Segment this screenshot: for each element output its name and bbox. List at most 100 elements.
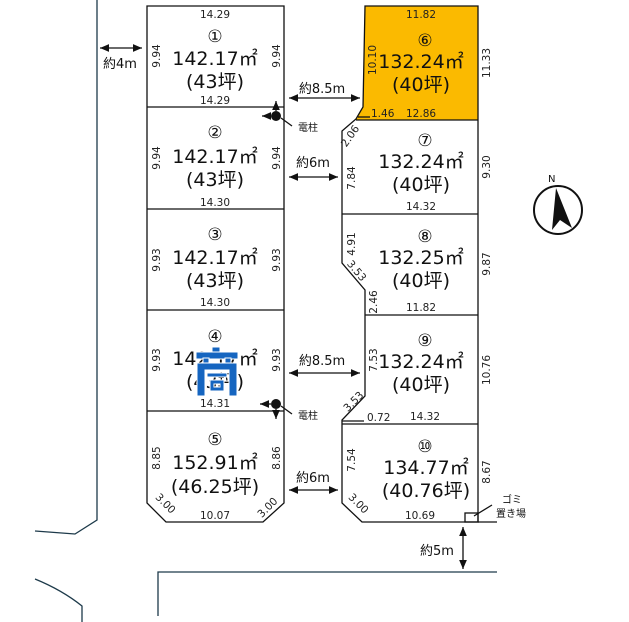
- lot-number: ⑧: [417, 227, 432, 247]
- dimension-label: 7.53: [368, 348, 380, 371]
- dimension-label: 9.94: [271, 44, 283, 68]
- utility-pole-label: 電柱: [298, 121, 318, 134]
- dimension-label: 10.76: [481, 355, 493, 385]
- dimension-label: 9.30: [481, 155, 493, 178]
- lot-4[interactable]: ④ 142.17㎡ (43坪) 14.31 9.93 9.93: [151, 327, 283, 410]
- dimension-label: 14.31: [200, 398, 230, 410]
- left-block-outline: [146, 5, 285, 523]
- dimension-label: 9.93: [271, 248, 283, 271]
- dimension-label: 14.29: [200, 9, 230, 21]
- lot-number: ⑤: [207, 430, 222, 450]
- lot-tsubo: (40坪): [392, 270, 450, 292]
- dimension-label: 11.82: [406, 302, 436, 314]
- lot-area: 132.24㎡: [378, 350, 463, 373]
- lot-2[interactable]: ② 142.17㎡ (43坪) 14.30 9.94 9.94: [151, 123, 283, 209]
- dimension-label: 2.06: [339, 123, 362, 149]
- dimension-label: 7.84: [346, 166, 358, 190]
- garbage-area-label: ゴミ: [502, 493, 522, 506]
- lot-tsubo: (40坪): [392, 174, 450, 196]
- road-width-label: 約6m: [296, 471, 330, 486]
- dimension-label: 8.86: [271, 446, 283, 470]
- dimension-label: 14.29: [200, 95, 230, 107]
- dimension-label: 9.93: [151, 248, 163, 271]
- utility-pole-label: 電柱: [298, 409, 318, 422]
- dimension-label: 3.53: [344, 258, 368, 284]
- dimension-label: 10.10: [367, 45, 379, 75]
- dimension-label: 10.07: [200, 510, 230, 522]
- lot-area: 132.24㎡: [378, 150, 463, 173]
- north-label: N: [548, 174, 555, 185]
- road-width-label: 約6m: [296, 156, 330, 171]
- dimension-label: 0.72: [367, 412, 390, 424]
- dimension-label: 9.94: [271, 146, 283, 170]
- lot-tsubo: (46.25坪): [171, 476, 259, 498]
- lot-area: 134.77㎡: [383, 456, 468, 479]
- road-width-label: 約4m: [103, 57, 137, 72]
- dimension-label: 3.00: [255, 495, 280, 520]
- dimension-label: 11.82: [406, 9, 436, 21]
- lot-8[interactable]: ⑧ 132.25㎡ (40坪) 11.82 4.91 3.53 2.46 9.8…: [344, 227, 493, 314]
- lot-number: ②: [207, 123, 222, 143]
- lot-number: ④: [207, 327, 222, 347]
- dimension-label: 10.69: [405, 510, 435, 522]
- dimension-label: 12.86: [406, 108, 436, 120]
- lot-9[interactable]: ⑨ 132.24㎡ (40坪) 14.32 0.72 7.53 3.53 10.…: [341, 331, 493, 424]
- dimension-label: 9.93: [151, 348, 163, 371]
- dimension-label: 8.67: [481, 460, 493, 483]
- utility-pole-icon: [262, 101, 293, 127]
- lot-area: 152.91㎡: [172, 451, 257, 474]
- lot-number: ⑨: [417, 331, 432, 351]
- lot-area: 142.17㎡: [172, 246, 257, 269]
- lot-number: ③: [207, 225, 222, 245]
- dimension-label: 9.87: [481, 252, 493, 275]
- north-arrow-icon: N: [533, 174, 583, 235]
- dimension-label: 14.32: [410, 411, 440, 423]
- lot-tsubo: (40坪): [392, 74, 450, 96]
- lot-tsubo: (43坪): [186, 270, 244, 292]
- dimension-label: 9.94: [151, 44, 163, 68]
- dimension-label: 3.53: [341, 389, 366, 414]
- dimension-label: 3.00: [346, 491, 371, 516]
- lot-area: 132.24㎡: [378, 50, 463, 73]
- road-width-label: 約8.5m: [299, 354, 345, 369]
- lot-number: ⑥: [417, 31, 432, 51]
- road-edge-south: [157, 571, 497, 616]
- road-edge-corner-arc: [34, 578, 83, 622]
- dimension-label: 7.54: [346, 448, 358, 472]
- lot-6-fill: [356, 6, 478, 120]
- utility-pole-icon: [260, 399, 293, 419]
- lot-area: 132.25㎡: [378, 246, 463, 269]
- lot-tsubo: (40坪): [392, 374, 450, 396]
- dimension-label: 11.33: [481, 48, 493, 78]
- dimension-label: 9.93: [271, 348, 283, 371]
- garbage-area-label: 置き場: [496, 507, 526, 520]
- lot-number: ⑦: [417, 131, 432, 151]
- lot-number: ①: [207, 27, 222, 47]
- lot-7[interactable]: ⑦ 132.24㎡ (40坪) 14.32 7.84 2.06 9.30: [339, 123, 493, 213]
- road-width-label: 約5m: [420, 544, 454, 559]
- lot-5[interactable]: ⑤ 152.91㎡ (46.25坪) 10.07 8.85 8.86 3.00 …: [151, 430, 283, 522]
- dimension-label: 14.30: [200, 197, 230, 209]
- lot-10[interactable]: ⑩ 134.77㎡ (40.76坪) 10.69 7.54 3.00 8.67: [346, 437, 493, 522]
- dimension-label: 1.46: [371, 108, 395, 120]
- lot-1[interactable]: 14.29 ① 142.17㎡ (43坪) 14.29 9.94 9.94: [151, 9, 283, 107]
- lot-6[interactable]: 11.82 ⑥ 132.24㎡ (40坪) 1.46 12.86 10.10 1…: [367, 9, 493, 120]
- dimension-label: 4.91: [346, 232, 358, 255]
- commercial-badge-stamp: [195, 346, 239, 397]
- lot-number: ⑩: [417, 437, 432, 457]
- dimension-label: 9.94: [151, 146, 163, 170]
- dimension-label: 2.46: [368, 290, 380, 314]
- road-width-label: 約8.5m: [299, 82, 345, 97]
- dimension-label: 8.85: [151, 446, 163, 469]
- lot-tsubo: (43坪): [186, 169, 244, 191]
- lot-3[interactable]: ③ 142.17㎡ (43坪) 14.30 9.93 9.93: [151, 225, 283, 309]
- dimension-label: 14.32: [406, 201, 436, 213]
- lot-tsubo: (43坪): [186, 71, 244, 93]
- garbage-area: [464, 512, 479, 523]
- lot-area: 142.17㎡: [172, 47, 257, 70]
- dimension-label: 14.30: [200, 297, 230, 309]
- road-edge-west: [34, 0, 98, 535]
- garbage-leader: [473, 504, 493, 517]
